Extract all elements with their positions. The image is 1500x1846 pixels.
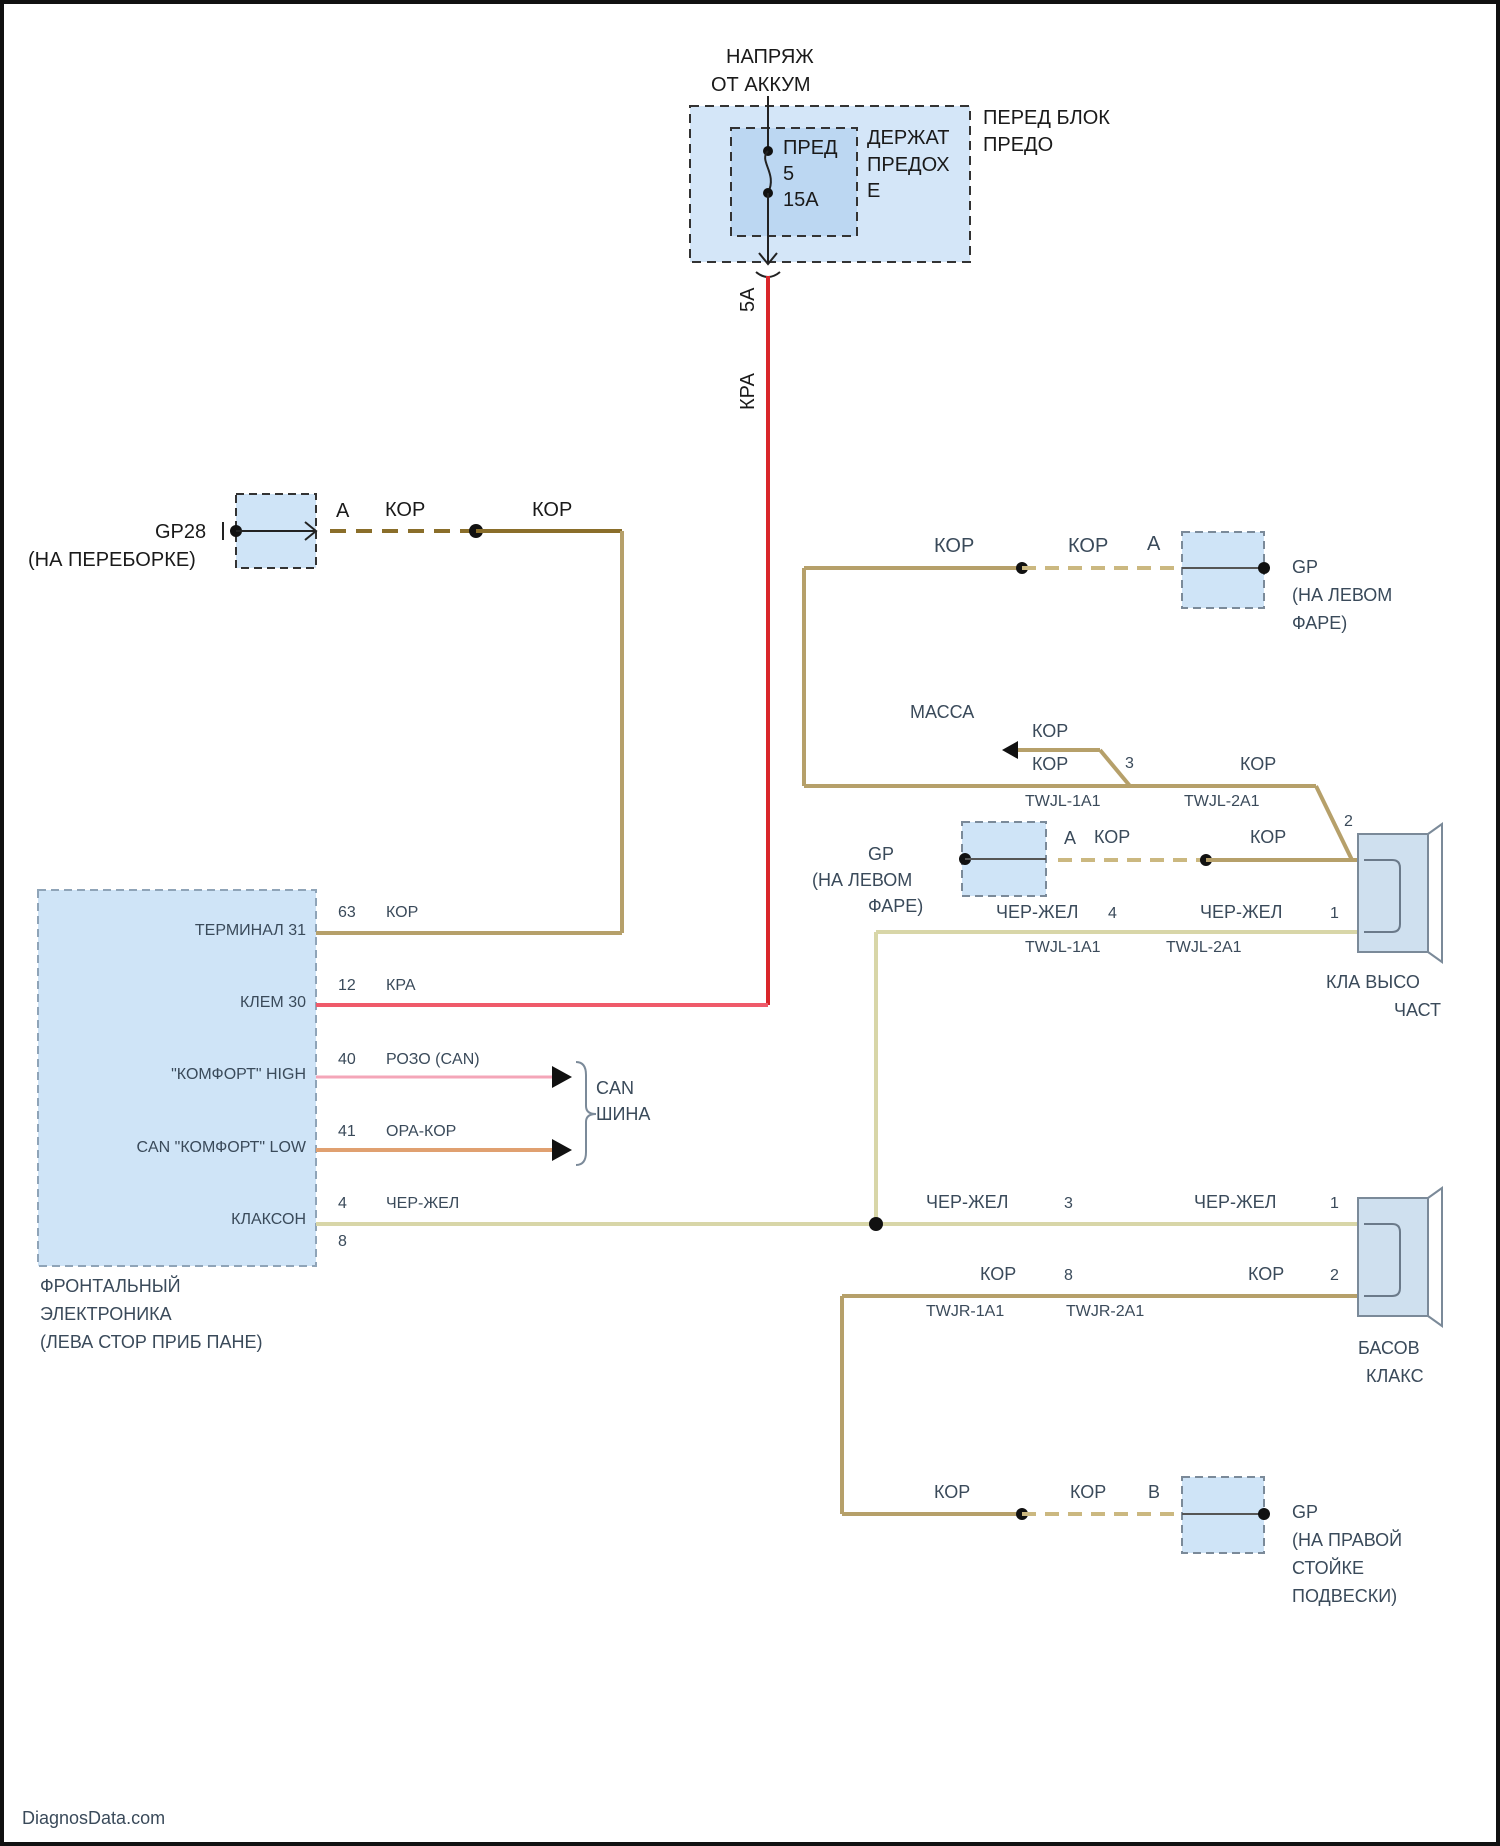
bottom-signal-pin-left: 3 xyxy=(1064,1195,1073,1212)
bottom-gp-location-3: ПОДВЕСКИ) xyxy=(1292,1586,1397,1606)
right-ground-wire-2: КОР xyxy=(1068,535,1108,557)
module-pin-name-3: "КОМФОРТ" HIGH xyxy=(171,1066,306,1083)
mid-ground-wire-1: КОР xyxy=(1094,827,1130,847)
right-ground-location-1: (НА ЛЕВОМ xyxy=(1292,585,1392,605)
bottom-ground-connector-left: TWJR-1A1 xyxy=(926,1303,1004,1320)
mid-signal-pin-right: 1 xyxy=(1330,905,1339,922)
mid-ground-wire-2: КОР xyxy=(1250,827,1286,847)
bottom-gp-name: GP xyxy=(1292,1502,1318,1522)
module-pin-wire-1: КОР xyxy=(386,904,418,921)
fuse-number: 5 xyxy=(783,163,794,185)
mid-ground-name: GP xyxy=(868,844,894,864)
can-bus-label-1: CAN xyxy=(596,1078,634,1098)
speaker-top-box xyxy=(1358,834,1428,952)
module-label-3: (ЛЕВА СТОР ПРИБ ПАНЕ) xyxy=(40,1332,262,1352)
mid-signal-pin-left: 4 xyxy=(1108,905,1117,922)
massa-connector-right: TWJL-2A1 xyxy=(1184,793,1260,810)
speaker-top-label-2: ЧАСТ xyxy=(1394,1000,1441,1020)
mid-ground-location-2: ФАРЕ) xyxy=(868,896,923,916)
red-wire-label: КРА xyxy=(737,372,759,410)
mid-signal-wire-left: ЧЕР-ЖЕЛ xyxy=(996,902,1078,922)
massa-label: МАССА xyxy=(910,702,974,722)
massa-connector-left: TWJL-1A1 xyxy=(1025,793,1101,810)
fuse-block-label-1: ПЕРЕД БЛОК xyxy=(983,107,1110,129)
speaker-top-cone-icon xyxy=(1428,824,1442,962)
gp28-name: GP28 xyxy=(155,521,206,543)
bottom-gp-location-2: СТОЙКЕ xyxy=(1292,1557,1364,1578)
can-bracket xyxy=(576,1062,596,1165)
bottom-ground-connector-right: TWJR-2A1 xyxy=(1066,1303,1144,1320)
module-pin-name-2: КЛЕМ 30 xyxy=(240,994,306,1011)
speaker-bottom-cone-icon xyxy=(1428,1188,1442,1326)
massa-wire-right: КОР xyxy=(1240,754,1276,774)
module-extra-pin: 8 xyxy=(338,1233,347,1250)
module-label-1: ФРОНТАЛЬНЫЙ xyxy=(40,1275,181,1296)
bottom-ground-pin-right: 2 xyxy=(1330,1267,1339,1284)
module-pin-number-2: 12 xyxy=(338,977,356,994)
module-label-2: ЭЛЕКТРОНИКА xyxy=(40,1304,172,1324)
module-pin-number-1: 63 xyxy=(338,904,356,921)
speaker-top-label-1: КЛА ВЫСО xyxy=(1326,972,1420,992)
watermark: DiagnosData.com xyxy=(22,1808,165,1828)
massa-wire-mid: КОР xyxy=(1032,754,1068,774)
gp28-pin: A xyxy=(336,500,350,522)
gp28-location: (НА ПЕРЕБОРКЕ) xyxy=(28,549,196,571)
mid-signal-connector-left: TWJL-1A1 xyxy=(1025,939,1101,956)
massa-pin-left: 3 xyxy=(1125,755,1134,772)
bottom-gp-wire-2: КОР xyxy=(1070,1482,1106,1502)
can-low-arrow-icon xyxy=(552,1139,572,1161)
module-pin-number-4: 41 xyxy=(338,1123,356,1140)
mid-signal-wire-right: ЧЕР-ЖЕЛ xyxy=(1200,902,1282,922)
massa-wire-top: КОР xyxy=(1032,721,1068,741)
module-pin-wire-4: ОРА-КОР xyxy=(386,1123,456,1140)
speaker-bottom-label-2: КЛАКС xyxy=(1366,1366,1424,1386)
gp28-wire-2: КОР xyxy=(532,499,572,521)
right-ground-pin: A xyxy=(1147,533,1161,555)
can-bus-label-2: ШИНА xyxy=(596,1104,650,1124)
module-pin-wire-3: РОЗО (CAN) xyxy=(386,1051,480,1068)
fuse-rating: 15А xyxy=(783,189,819,211)
bottom-gp-wire-1: КОР xyxy=(934,1482,970,1502)
module-pin-wire-5: ЧЕР-ЖЕЛ xyxy=(386,1195,459,1212)
right-ground-point xyxy=(1258,562,1270,574)
mid-signal-connector-right: TWJL-2A1 xyxy=(1166,939,1242,956)
bottom-ground-wire-right: КОР xyxy=(1248,1264,1284,1284)
module-pin-name-1: ТЕРМИНАЛ 31 xyxy=(195,922,306,939)
fuse-holder-label-3: Е xyxy=(867,180,880,202)
bottom-ground-wire-left: КОР xyxy=(980,1264,1016,1284)
power-label-1: НАПРЯЖ xyxy=(726,46,814,68)
fuse-block-label-2: ПРЕДО xyxy=(983,134,1053,156)
connector-pin-5a: 5А xyxy=(737,287,759,312)
speaker-bottom-box xyxy=(1358,1198,1428,1316)
bottom-signal-wire-right: ЧЕР-ЖЕЛ xyxy=(1194,1192,1276,1212)
klaxon-splice xyxy=(869,1217,883,1231)
bottom-ground-pin-left: 8 xyxy=(1064,1267,1073,1284)
massa-arrow-icon xyxy=(1002,741,1018,759)
bottom-gp-point xyxy=(1258,1508,1270,1520)
fuse-name: ПРЕД xyxy=(783,137,838,159)
bottom-signal-wire-left: ЧЕР-ЖЕЛ xyxy=(926,1192,1008,1212)
right-ground-wire-1: КОР xyxy=(934,535,974,557)
module-pin-number-3: 40 xyxy=(338,1051,356,1068)
can-high-arrow-icon xyxy=(552,1066,572,1088)
right-ground-location-2: ФАРЕ) xyxy=(1292,613,1347,633)
fuse-holder-label-2: ПРЕДОХ xyxy=(867,154,950,176)
gp28-wire-1: КОР xyxy=(385,499,425,521)
mid-ground-location-1: (НА ЛЕВОМ xyxy=(812,870,912,890)
bottom-gp-pin: B xyxy=(1148,1482,1160,1502)
module-pin-number-5: 4 xyxy=(338,1195,347,1212)
right-ground-box xyxy=(1182,532,1264,608)
bottom-gp-location-1: (НА ПРАВОЙ xyxy=(1292,1529,1402,1550)
module-pin-wire-2: КРА xyxy=(386,977,416,994)
massa-pin-right: 2 xyxy=(1344,813,1353,830)
bottom-signal-pin-right: 1 xyxy=(1330,1195,1339,1212)
power-label-2: ОТ АККУМ xyxy=(711,74,811,96)
module-pin-name-4: CAN "КОМФОРТ" LOW xyxy=(136,1139,306,1156)
right-ground-name: GP xyxy=(1292,557,1318,577)
mid-ground-pin: A xyxy=(1064,828,1076,848)
module-pin-name-5: КЛАКСОН xyxy=(231,1211,306,1228)
fuse-holder-label-1: ДЕРЖАТ xyxy=(867,127,949,149)
speaker-bottom-label-1: БАСОВ xyxy=(1358,1338,1420,1358)
